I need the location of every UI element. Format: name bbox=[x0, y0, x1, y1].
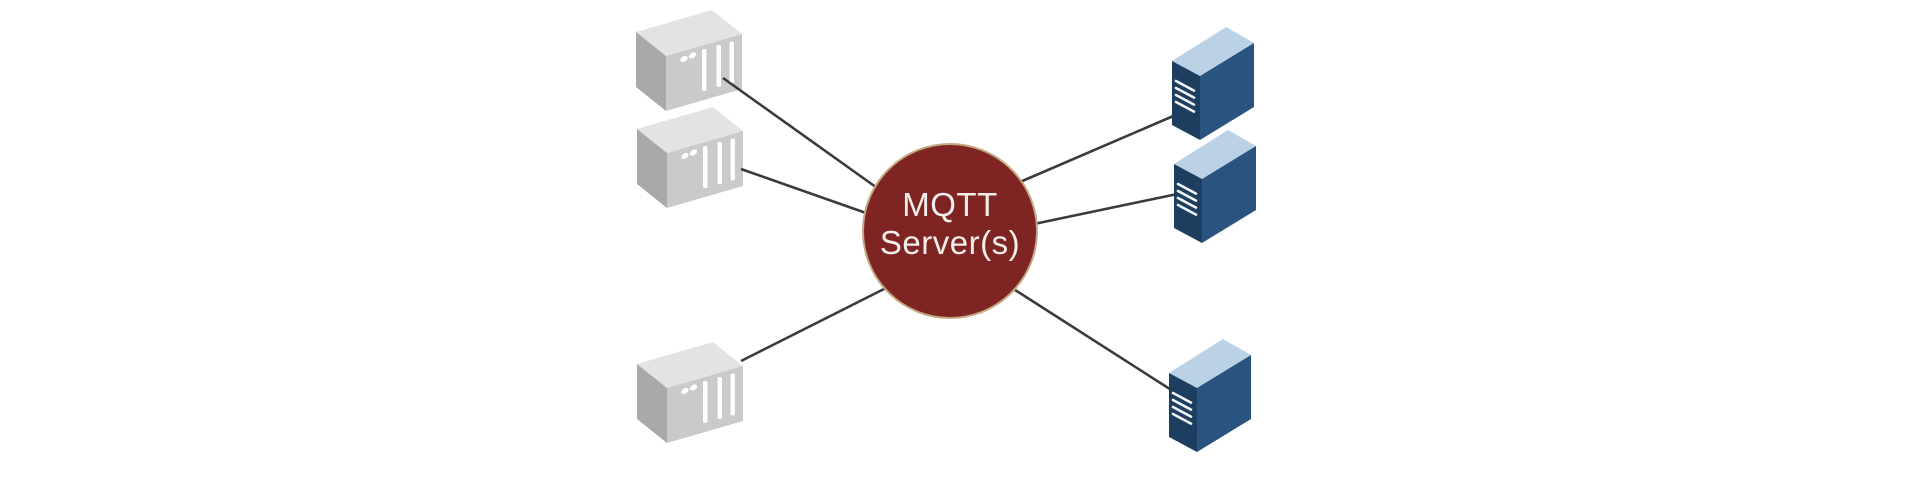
edge-plc-top-to-hub bbox=[722, 76, 881, 192]
edge-hub-to-server-bottom bbox=[1011, 286, 1177, 395]
server-tower-icon-bottom bbox=[1167, 337, 1253, 454]
plc-device-icon-bottom bbox=[637, 342, 743, 443]
mqtt-hub-label-line1: MQTT bbox=[902, 186, 997, 223]
edge-plc-bottom-to-hub bbox=[740, 286, 887, 363]
server-tower-icon-top bbox=[1170, 25, 1256, 142]
mqtt-hub-label-line2: Server(s) bbox=[880, 224, 1020, 261]
edge-plc-middle-to-hub bbox=[740, 167, 867, 215]
plc-device-icon-middle bbox=[637, 107, 743, 208]
edge-hub-to-server-middle bbox=[1033, 191, 1183, 226]
edge-hub-to-server-top bbox=[1019, 112, 1179, 184]
connection-lines bbox=[722, 76, 1183, 395]
plc-device-icon-top bbox=[636, 10, 742, 111]
server-tower-icon-middle bbox=[1172, 128, 1258, 245]
mqtt-hub-circle bbox=[862, 143, 1038, 319]
